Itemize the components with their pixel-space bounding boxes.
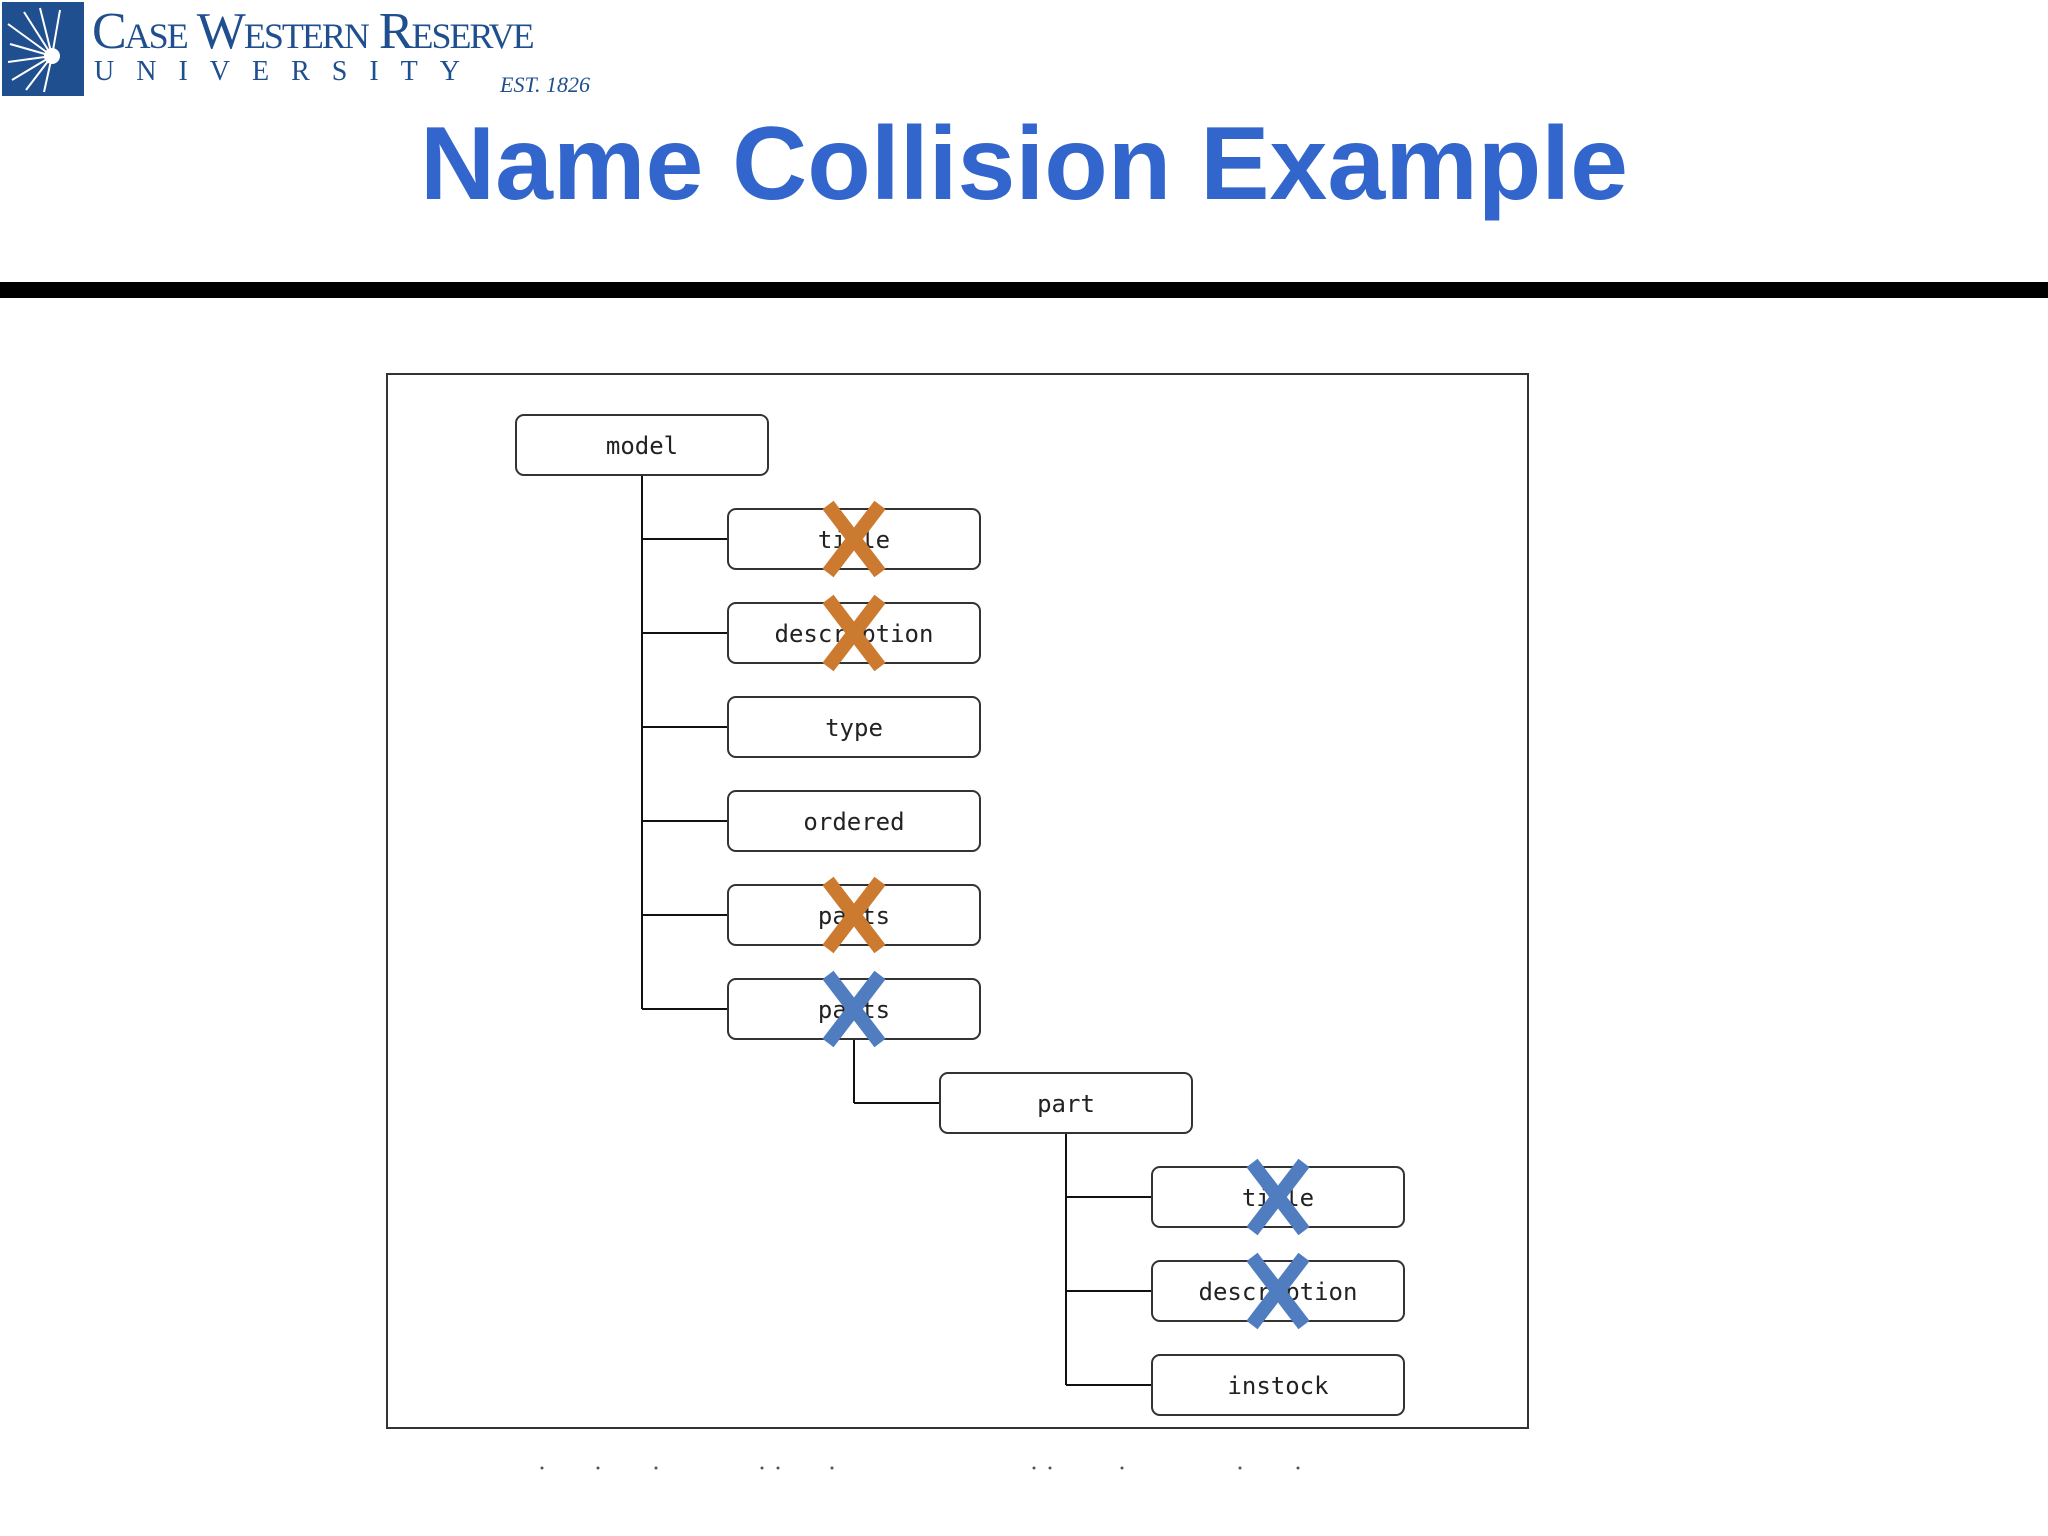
blue-collision-x-icon: [1246, 1158, 1310, 1236]
tree-node-box: [515, 414, 769, 476]
sunburst-icon: [2, 2, 84, 96]
tree-node-box: [939, 1072, 1193, 1134]
tree-node-label: ordered: [803, 808, 904, 836]
orange-collision-x-icon: [822, 876, 886, 954]
orange-collision-x-icon: [822, 500, 886, 578]
blue-collision-x-icon: [822, 970, 886, 1048]
logo-university: UNIVERSITY: [94, 56, 482, 87]
title-divider: [0, 282, 2048, 298]
tree-diagram: modeltitledescriptiontypeorderedpartspar…: [386, 373, 1529, 1429]
tree-node-part: part: [939, 1072, 1193, 1134]
x-stroke: [1246, 1252, 1310, 1330]
orange-collision-x-icon: [822, 594, 886, 672]
tree-node-label: instock: [1227, 1372, 1329, 1400]
x-stroke: [822, 500, 886, 578]
blue-collision-x-icon: [1246, 1252, 1310, 1330]
tree-diagram-canvas: modeltitledescriptiontypeorderedpartspar…: [515, 414, 1405, 1416]
logo-name: Case Western Reserve: [92, 3, 535, 60]
connector-group: [641, 475, 1152, 1386]
tree-node-model: model: [515, 414, 769, 476]
tree-node-box: [727, 696, 981, 758]
tree-node-ordered: ordered: [727, 790, 981, 852]
tree-node-box: [1151, 1354, 1405, 1416]
tree-node-type: type: [727, 696, 981, 758]
logo-established: EST. 1826: [500, 72, 591, 97]
tree-node-label: part: [1037, 1090, 1095, 1118]
x-stroke: [822, 876, 886, 954]
tree-node-label: model: [606, 432, 678, 460]
tree-node-instock: instock: [1151, 1354, 1405, 1416]
x-stroke: [1246, 1158, 1310, 1236]
x-stroke: [822, 970, 886, 1048]
tree-node-label: type: [825, 714, 883, 742]
x-stroke: [822, 594, 886, 672]
slide-title: Name Collision Example: [420, 106, 1628, 222]
footer-dots: [540, 1466, 1300, 1470]
university-logo: Case Western Reserve UNIVERSITY EST. 182…: [0, 0, 610, 100]
tree-node-box: [727, 790, 981, 852]
